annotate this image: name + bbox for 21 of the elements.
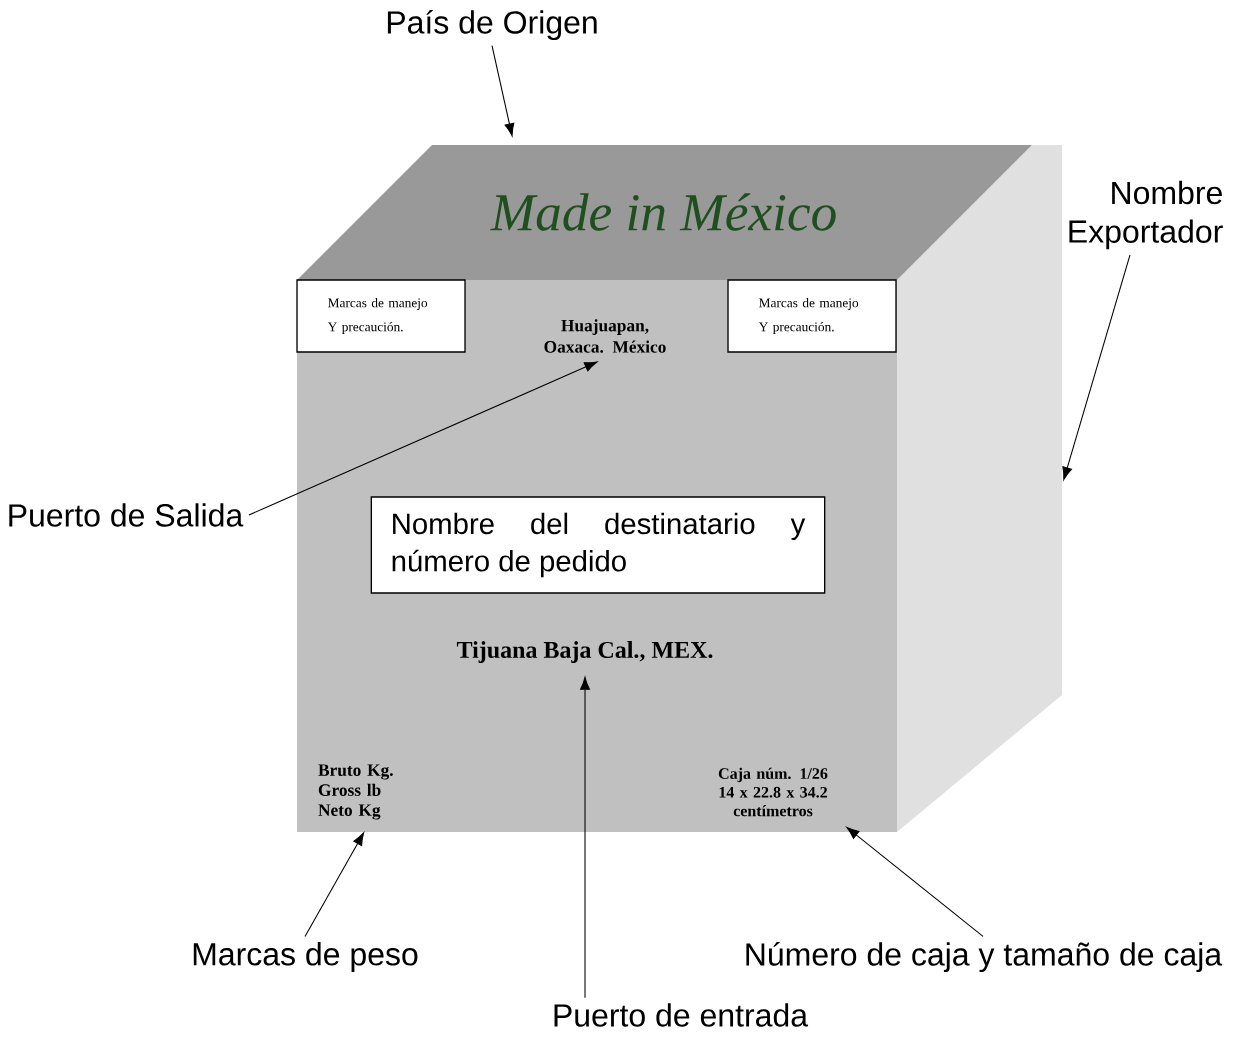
callout-label: Puerto de entrada — [554, 1003, 809, 1027]
callout-label: Número de caja y tamaño de caja — [746, 941, 1223, 973]
label-box: Nombre del destinatario y número de pedido — [370, 496, 826, 594]
origin-port-text: Huajuapan, Oaxaca. México — [544, 319, 666, 353]
destination-port-text: Tijuana Baja Cal., MEX. — [456, 641, 713, 663]
label-box: Marcas de manejo Y precaución. — [727, 279, 897, 353]
box-side-face — [897, 145, 1062, 832]
callout-label: Marcas de peso — [193, 942, 418, 972]
arrow — [248, 361, 598, 516]
arrow — [846, 826, 984, 937]
arrow — [580, 676, 590, 999]
arrow — [491, 45, 515, 137]
callout-label: Nombre Exportador — [1069, 180, 1223, 250]
label-box: Marcas de manejo Y precaución. — [296, 279, 466, 353]
case-size-text: Caja núm. 1/26 14 x 22.8 x 34.2 centímetros — [718, 767, 828, 817]
box-top-face: Made in México — [297, 145, 1032, 280]
arrow — [304, 832, 365, 938]
callout-label: Puerto de Salida — [9, 503, 244, 527]
arrow — [1062, 254, 1131, 480]
callout-label: País de Origen — [387, 9, 597, 41]
weight-marks-text: Bruto Kg. Gross lb Neto Kg — [318, 764, 393, 820]
